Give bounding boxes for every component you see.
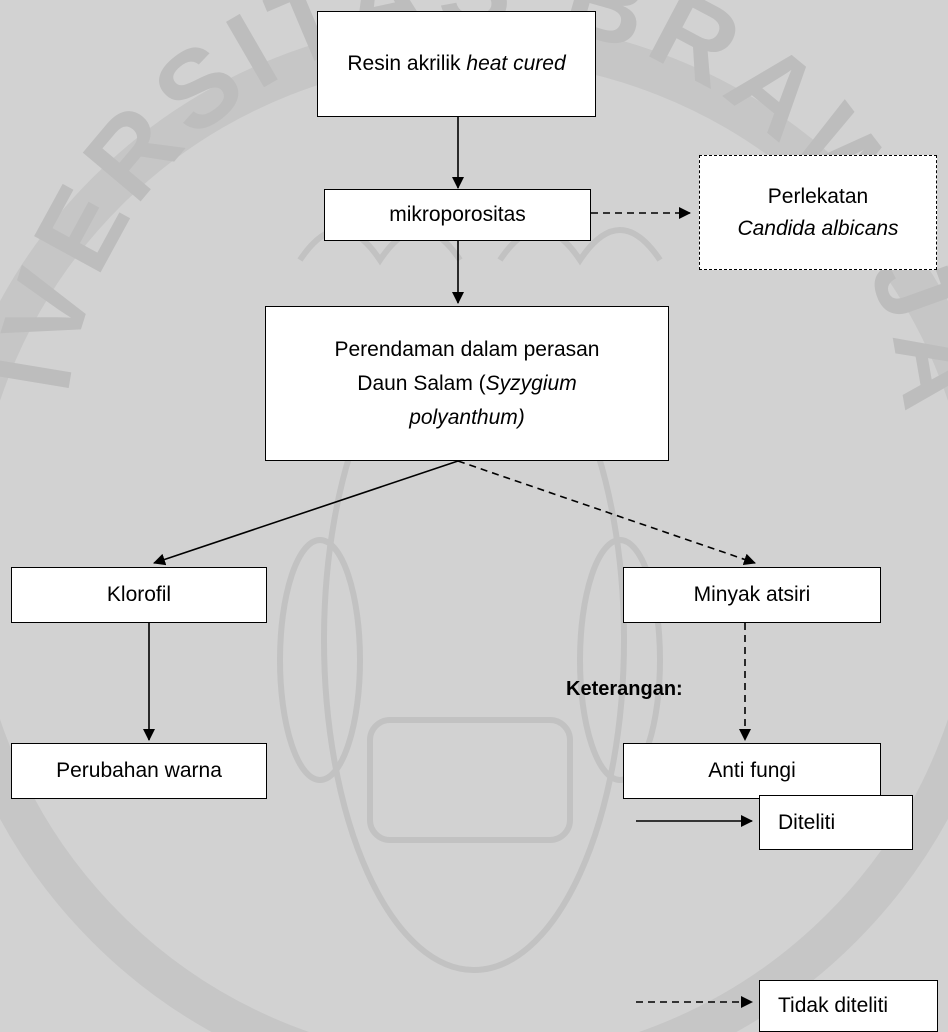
node-klorofil: Klorofil [11,567,267,623]
node-perendaman-line3: polyanthum) [409,405,525,429]
node-perendaman-line1: Perendaman dalam perasan [334,337,600,361]
node-perubahan-label: Perubahan warna [56,759,222,782]
node-resin-akrilik: Resin akrilik heat cured [317,11,596,117]
node-resin-italic: heat cured [466,52,566,75]
node-perlekatan-label: Perlekatan Candida albicans [737,181,898,245]
node-mikroporositas: mikroporositas [324,189,591,241]
node-perendaman: Perendaman dalam perasan Daun Salam (Syz… [265,306,669,461]
node-perlekatan-line1: Perlekatan [767,184,869,208]
legend-title: Keterangan: [566,678,683,700]
node-antifungi-label: Anti fungi [708,759,796,782]
node-perendaman-line2-italic: Syzygium [485,371,577,395]
node-resin-label: Resin akrilik heat cured [347,48,565,80]
legend-item-diteliti: Diteliti [759,795,913,850]
node-perendaman-label: Perendaman dalam perasan Daun Salam (Syz… [334,333,599,435]
node-mikroporositas-label: mikroporositas [389,203,526,226]
node-perlekatan-line2: Candida albicans [737,216,899,240]
node-perendaman-line2: Daun Salam ( [357,371,486,395]
node-perlekatan: Perlekatan Candida albicans [699,155,937,270]
node-anti-fungi: Anti fungi [623,743,881,799]
node-resin-text: Resin akrilik [347,52,467,75]
edge-perendaman-klorofil [153,460,459,566]
edge-perendaman-minyak [457,460,756,566]
legend-item-tidak-diteliti: Tidak diteliti [759,980,938,1032]
legend-label-tidak-diteliti: Tidak diteliti [778,994,889,1017]
node-perubahan-warna: Perubahan warna [11,743,267,799]
node-klorofil-label: Klorofil [106,583,172,606]
node-minyak-label: Minyak atsiri [693,583,811,606]
node-minyak-atsiri: Minyak atsiri [623,567,881,623]
legend-label-diteliti: Diteliti [778,810,836,834]
